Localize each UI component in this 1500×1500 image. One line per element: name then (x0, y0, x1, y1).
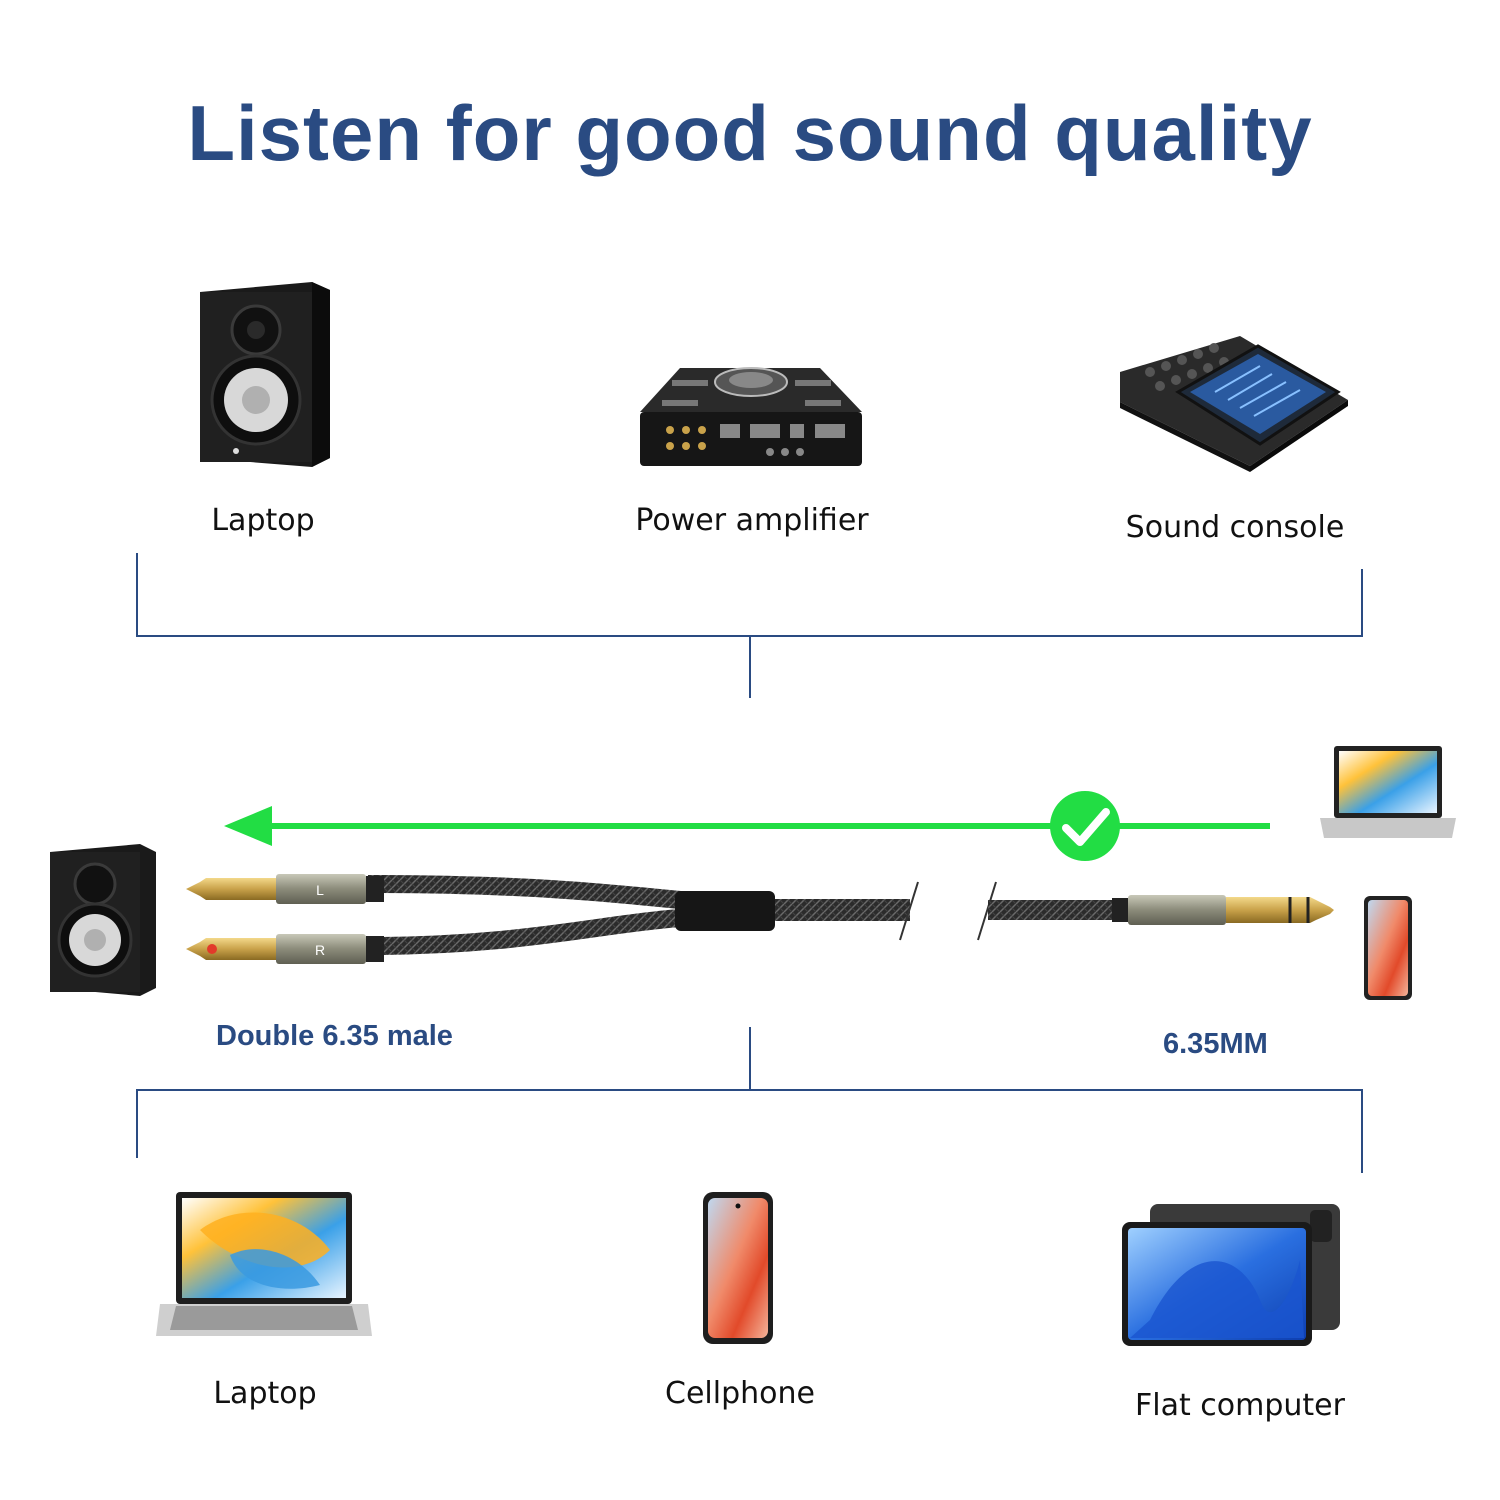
digital-mixing-console-icon (1120, 336, 1348, 472)
laptop-icon (156, 1192, 372, 1336)
small-laptop-icon (1320, 746, 1456, 838)
bottom-device-label-3: Flat computer (1135, 1388, 1345, 1423)
bottom-bracket (136, 1027, 1363, 1173)
bottom-device-label-2: Cellphone (665, 1376, 815, 1411)
small-speaker-icon (50, 844, 156, 996)
plug-single-635 (1128, 895, 1334, 925)
checkmark-icon (1050, 791, 1120, 861)
channel-letter-l: L (316, 882, 324, 898)
cellphone-icon (703, 1192, 773, 1344)
power-amplifier-icon (640, 367, 862, 466)
top-bracket (136, 553, 1363, 698)
single-jack-label: 6.35MM (1163, 1028, 1268, 1060)
plug-left-channel (186, 874, 384, 904)
small-phone-icon (1364, 896, 1412, 1000)
page-title: Listen for good sound quality (187, 89, 1313, 177)
channel-letter-r: R (315, 942, 325, 958)
top-device-label-2: Power amplifier (635, 503, 869, 538)
studio-monitor-speaker-icon (200, 282, 330, 467)
dual-plug-y-cable (186, 874, 1334, 964)
double-male-label: Double 6.35 male (216, 1020, 453, 1052)
tablet-icon (1122, 1204, 1340, 1346)
top-device-label-3: Sound console (1125, 510, 1345, 545)
top-device-label-1: Laptop (211, 503, 315, 538)
plug-right-channel (186, 934, 384, 964)
bottom-device-label-1: Laptop (213, 1376, 317, 1411)
